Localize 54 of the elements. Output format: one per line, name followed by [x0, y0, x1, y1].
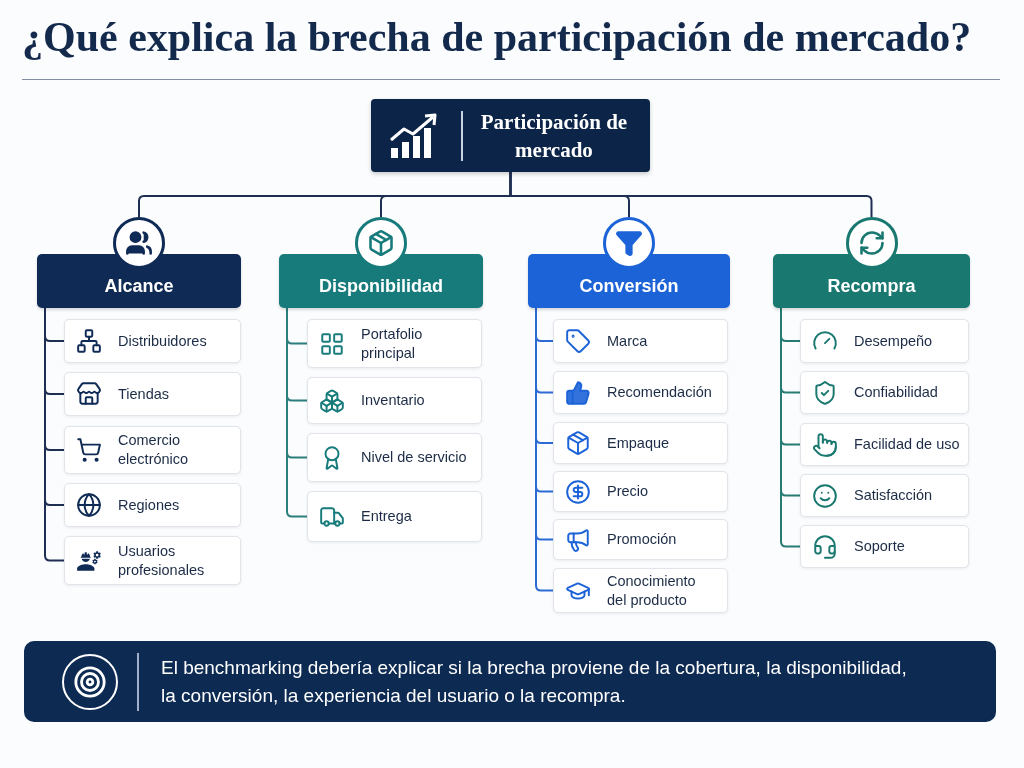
item-label: Desempeño — [854, 331, 933, 351]
item-label: Inventario — [361, 391, 425, 410]
item-card — [64, 426, 241, 474]
connector-line — [509, 171, 873, 218]
item-card — [800, 423, 969, 466]
item-label: Precio — [607, 482, 649, 501]
item-card — [64, 536, 241, 585]
root-title: Participación de mercado — [479, 108, 629, 164]
connector-line — [44, 307, 65, 562]
item-card — [553, 371, 728, 414]
category-title: Recompra — [827, 275, 916, 297]
item-label: Confiabilidad — [854, 383, 938, 402]
item-card — [307, 433, 482, 482]
item-label: Conocimiento del producto — [607, 571, 697, 610]
item-card — [553, 422, 728, 464]
item-label: Portafolio principal — [361, 324, 424, 363]
item-label: Soporte — [854, 537, 905, 556]
item-card — [307, 377, 482, 424]
connector-line — [286, 307, 308, 518]
item-label: Entrega — [361, 507, 412, 526]
item-label: Empaque — [607, 433, 670, 453]
item-label: Promoción — [607, 530, 677, 549]
summary-banner — [24, 641, 996, 722]
category-title: Conversión — [579, 275, 679, 297]
item-card — [64, 483, 241, 527]
item-label: Comercio electrónico — [118, 431, 190, 469]
category-title: Disponibilidad — [319, 275, 443, 297]
connector-line — [780, 307, 801, 548]
item-card — [800, 525, 969, 568]
item-card — [64, 372, 241, 416]
item-label: Regiones — [118, 495, 180, 515]
item-label: Recomendación — [607, 383, 712, 402]
item-label: Usuarios profesionales — [118, 541, 206, 580]
item-card — [553, 319, 728, 363]
item-label: Satisfacción — [854, 486, 933, 505]
item-card — [800, 319, 969, 363]
category-title: Alcance — [104, 275, 174, 297]
item-card — [64, 319, 241, 363]
connector-line — [535, 307, 554, 592]
item-label: Tiendas — [118, 384, 170, 404]
item-label: Distribuidores — [118, 331, 207, 351]
root-box — [371, 99, 650, 172]
summary-text: El benchmarking debería explicar si la brecha proviene de la cobertura, la disponibilidad, la conversión, la experiencia del usuario o la recompra. — [161, 655, 908, 708]
item-label: Marca — [607, 331, 648, 351]
item-card — [800, 371, 969, 414]
item-card — [307, 319, 482, 368]
item-label: Nivel de servicio — [361, 448, 467, 467]
item-card — [800, 474, 969, 517]
item-card — [553, 568, 728, 613]
item-label: Facilidad de uso — [854, 435, 960, 454]
item-card — [307, 491, 482, 542]
page-title: ¿Qué explica la brecha de participación de mercado? — [22, 13, 972, 62]
item-card — [553, 519, 728, 560]
item-card — [553, 471, 728, 512]
